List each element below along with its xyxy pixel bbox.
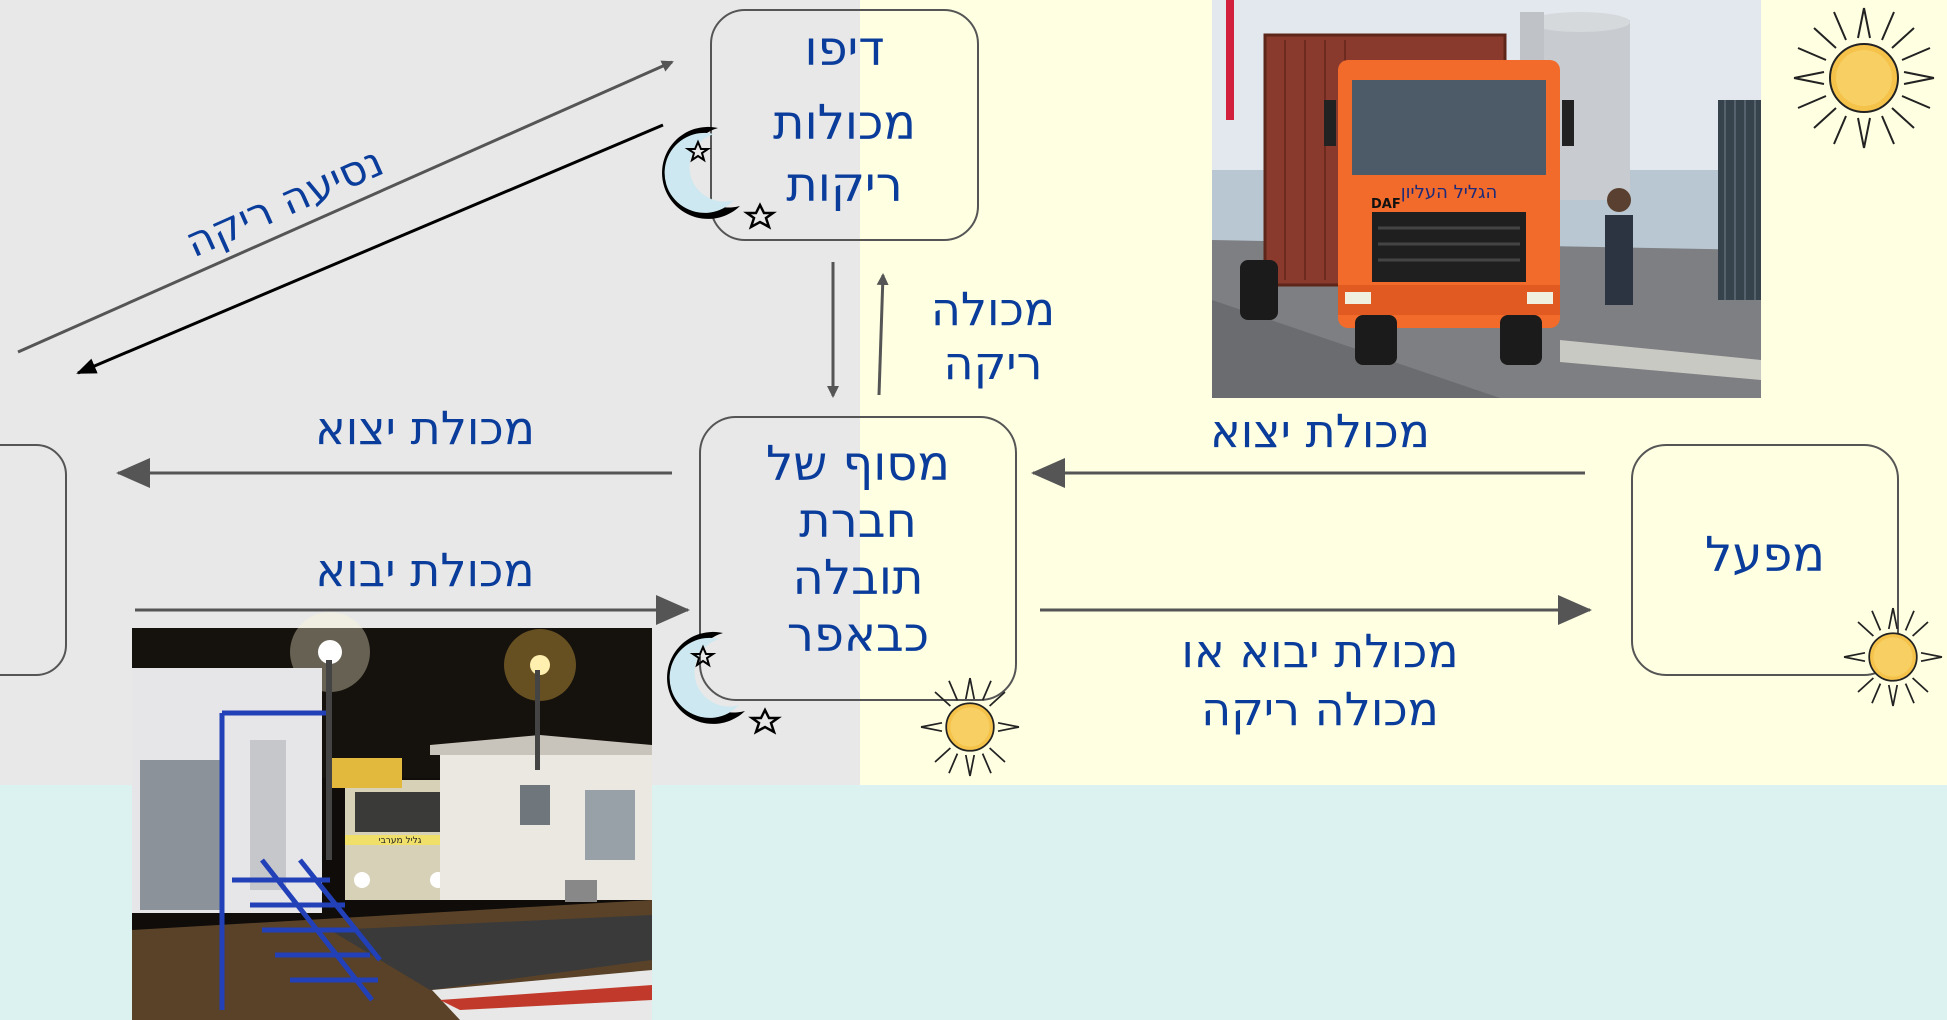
empty-trip-arrow-up	[17, 60, 674, 354]
sun-icon	[920, 677, 1020, 777]
depot-box	[710, 9, 979, 241]
terminal-label-line1: מסוף של	[765, 436, 951, 492]
depot-label: דיפו מכולות ריקות	[711, 22, 978, 212]
import-or-empty-label: מכולת יבוא או מכולה ריקה	[1110, 622, 1530, 738]
import-or-empty-label-line1: מכולת יבוא או	[1181, 624, 1459, 678]
sun-icon	[1793, 7, 1935, 149]
export-right-label: מכולת יצוא	[1210, 404, 1430, 458]
port-box	[0, 444, 67, 676]
empty-trip-arrow-down	[76, 123, 664, 375]
terminal-label-line4: כבאפר	[786, 607, 930, 663]
empty-container-label: מכולה ריקה	[918, 282, 1068, 390]
terminal-label-line3: תובלה	[792, 550, 924, 606]
depot-label-line1: דיפו	[804, 21, 885, 77]
terminal-label-line2: חברת	[799, 493, 917, 549]
import-left-label: מכולת יבוא	[315, 543, 535, 597]
import-or-empty-label-line2: מכולה ריקה	[1201, 682, 1439, 736]
night-truck-text: גליל מערבי	[379, 836, 422, 846]
factory-box	[1631, 444, 1899, 676]
moon-stars-icon	[667, 631, 782, 735]
depot-label-line3: ריקות	[786, 157, 903, 213]
orange-container-truck-photo: הגליל העליון DAF	[1212, 0, 1761, 398]
sun-icon	[1843, 607, 1943, 707]
export-left-label: מכולת יצוא	[315, 401, 535, 455]
terminal-box	[699, 416, 1017, 701]
empty-container-label-line2: ריקה	[943, 336, 1043, 390]
night-terminal-photo: גליל מערבי	[132, 612, 652, 1020]
moon-stars-icon	[662, 126, 777, 230]
terminal-label: מסוף של חברת תובלה כבאפר	[700, 436, 1016, 664]
empty-container-label-line1: מכולה	[930, 282, 1056, 336]
truck-cab-text: הגליל העליון	[1401, 182, 1497, 203]
factory-label: מפעל	[1705, 527, 1825, 583]
terminal-to-depot-arrow	[876, 273, 889, 396]
depot-label-line2: מכולות	[773, 95, 916, 151]
truck-brand-text: DAF	[1371, 197, 1401, 212]
